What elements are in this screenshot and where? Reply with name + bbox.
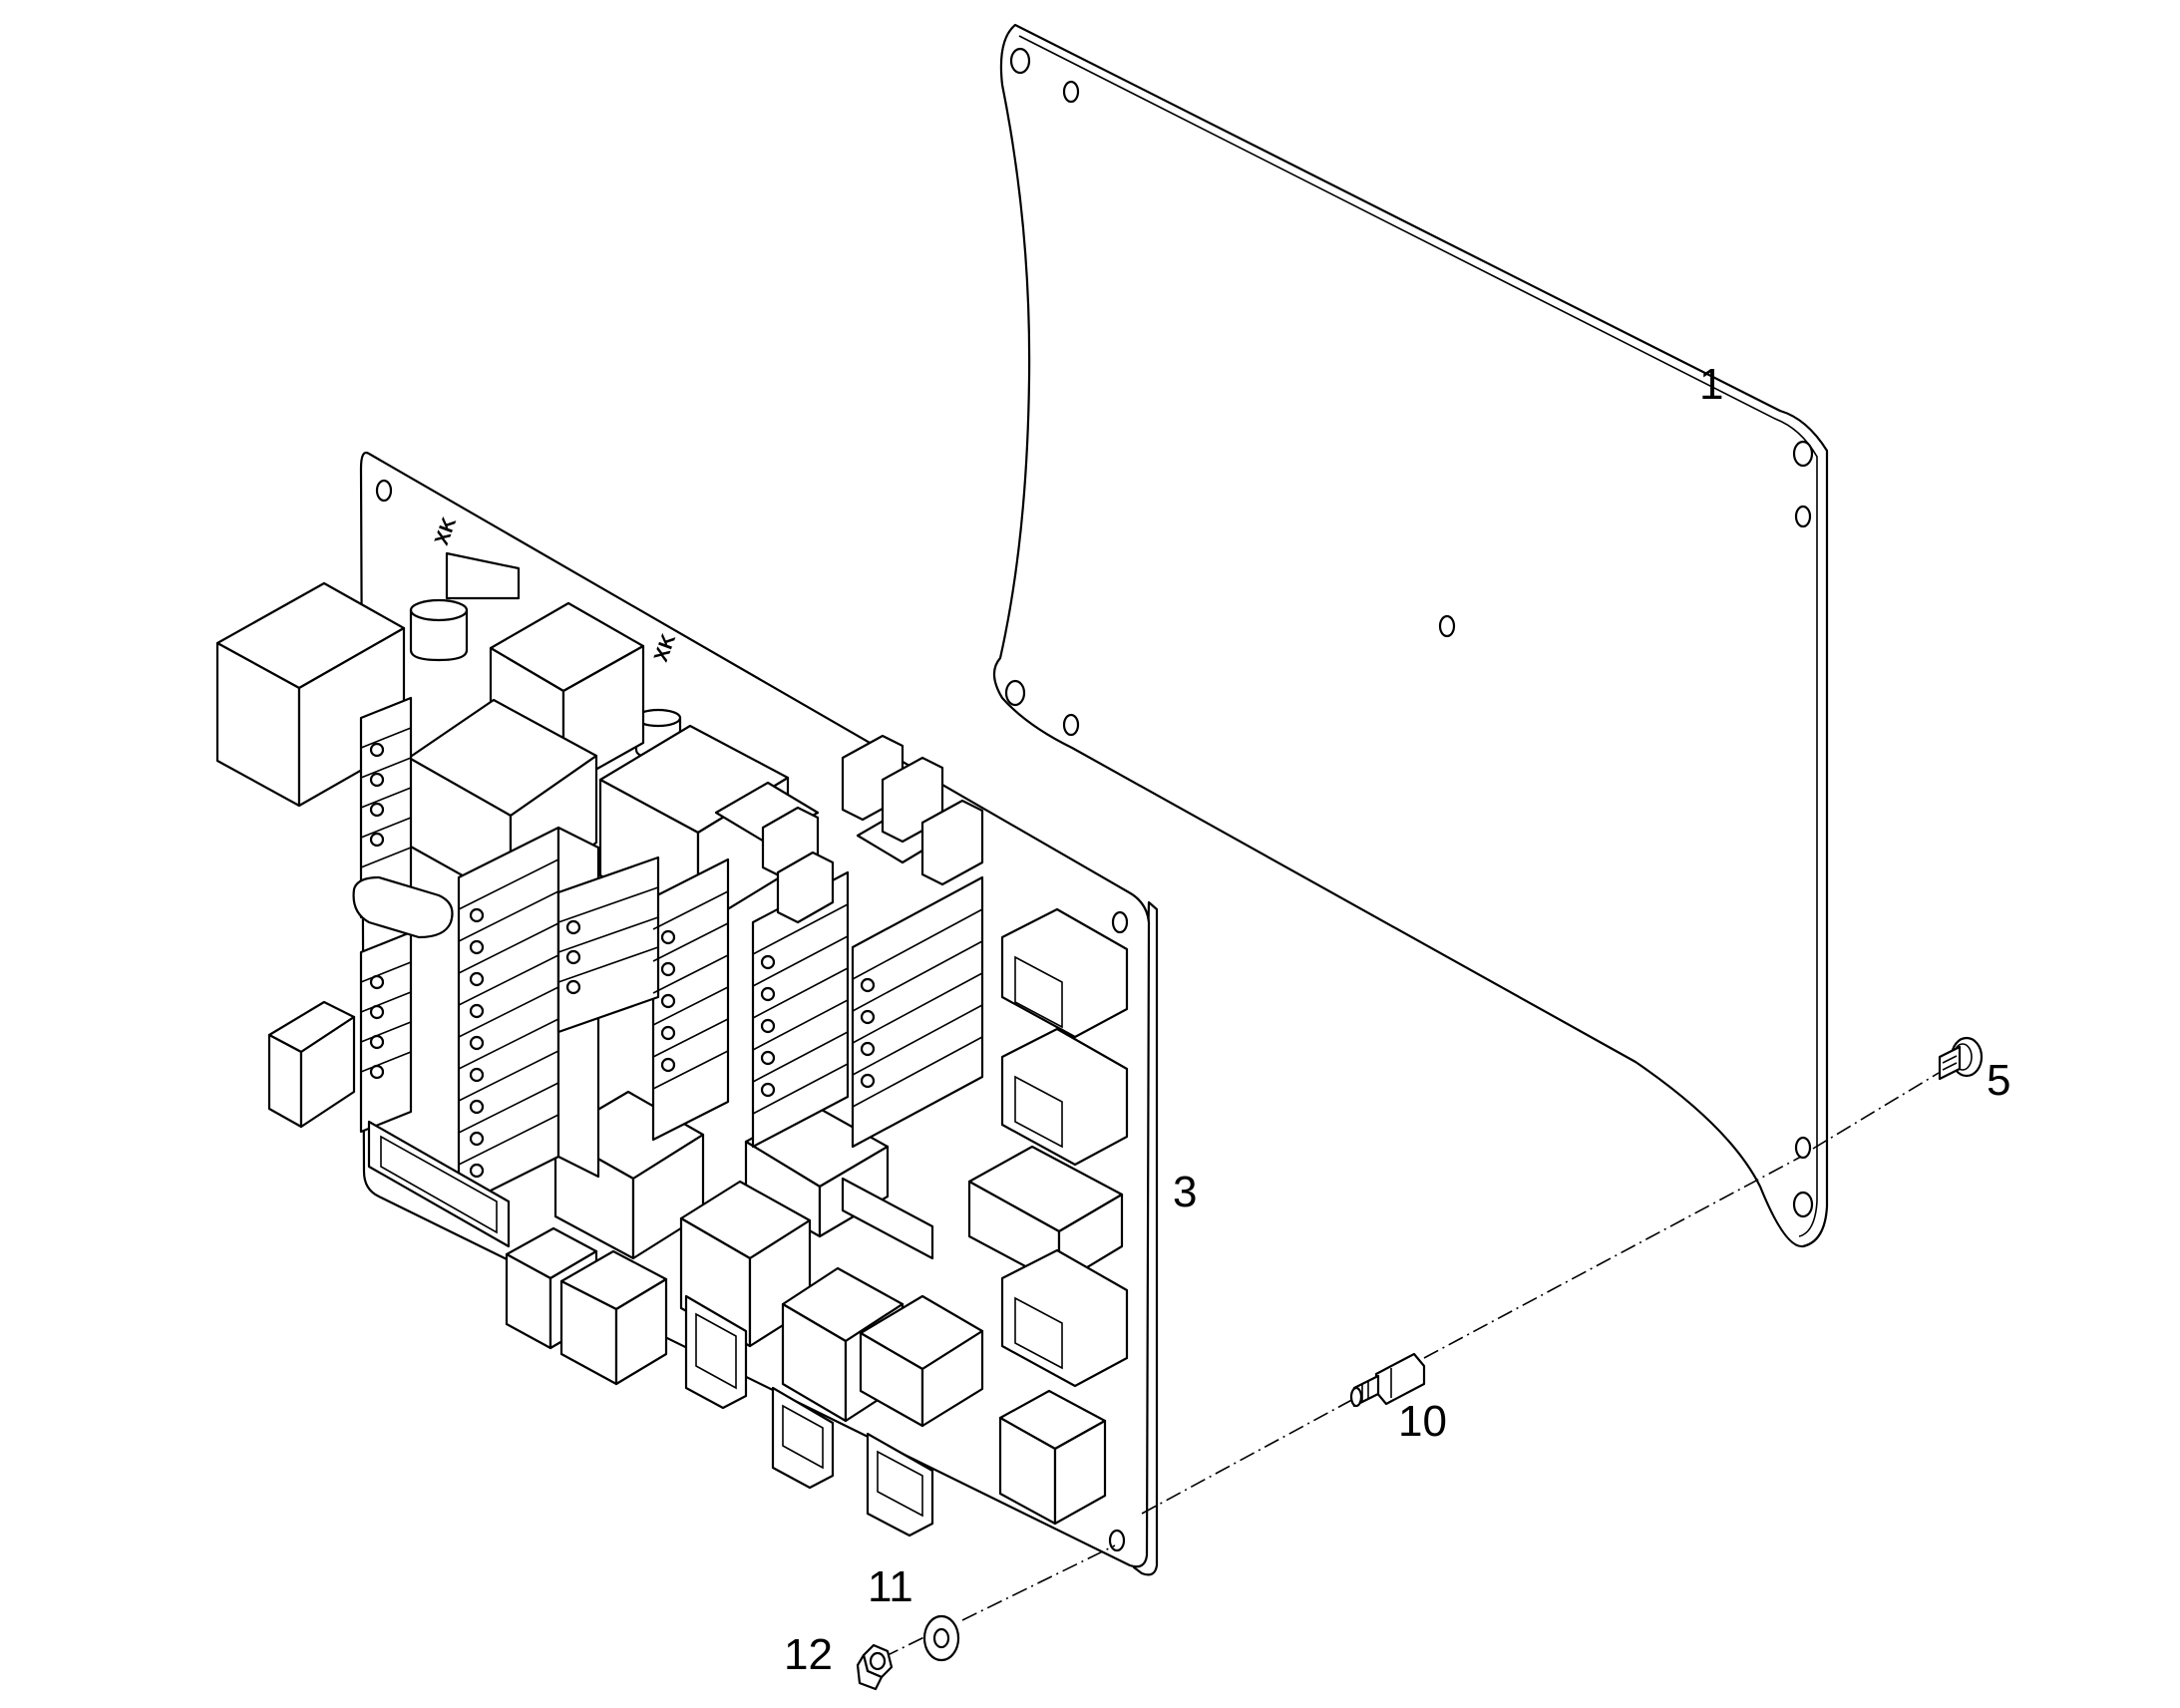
- washer: [922, 1614, 960, 1662]
- bottom-connector: [367, 1120, 934, 1537]
- mounting-plate: [992, 23, 1829, 1248]
- callout-screw: 5: [1987, 1056, 2010, 1105]
- fuse-contacts: [369, 742, 876, 1179]
- callout-circuit-board: 3: [1173, 1168, 1197, 1216]
- circuit-board: XK XK: [215, 451, 1159, 1576]
- relay-block: [505, 1226, 668, 1386]
- fuse-rows: [360, 727, 983, 1166]
- screw: [1938, 1036, 1984, 1081]
- assembly-lines: [883, 1072, 1940, 1658]
- edge-connector: [1000, 907, 1129, 1039]
- fuse-caps: [761, 734, 984, 924]
- standoff: [1349, 1352, 1426, 1408]
- callout-washer: 11: [868, 1562, 913, 1611]
- callout-standoff: 10: [1398, 1397, 1447, 1446]
- callout-mounting-plate: 1: [1699, 360, 1723, 409]
- callout-nut: 12: [784, 1630, 833, 1679]
- nut: [856, 1643, 894, 1691]
- jumper-strip: [841, 1177, 934, 1260]
- relay-block: [859, 1294, 984, 1428]
- relay-block: [267, 1000, 356, 1129]
- fuse-link: [352, 875, 454, 939]
- edge-connector: [1000, 1027, 1129, 1167]
- edge-connector: [1000, 1248, 1129, 1388]
- relay-block: [998, 1389, 1107, 1526]
- relay-block: [215, 581, 406, 808]
